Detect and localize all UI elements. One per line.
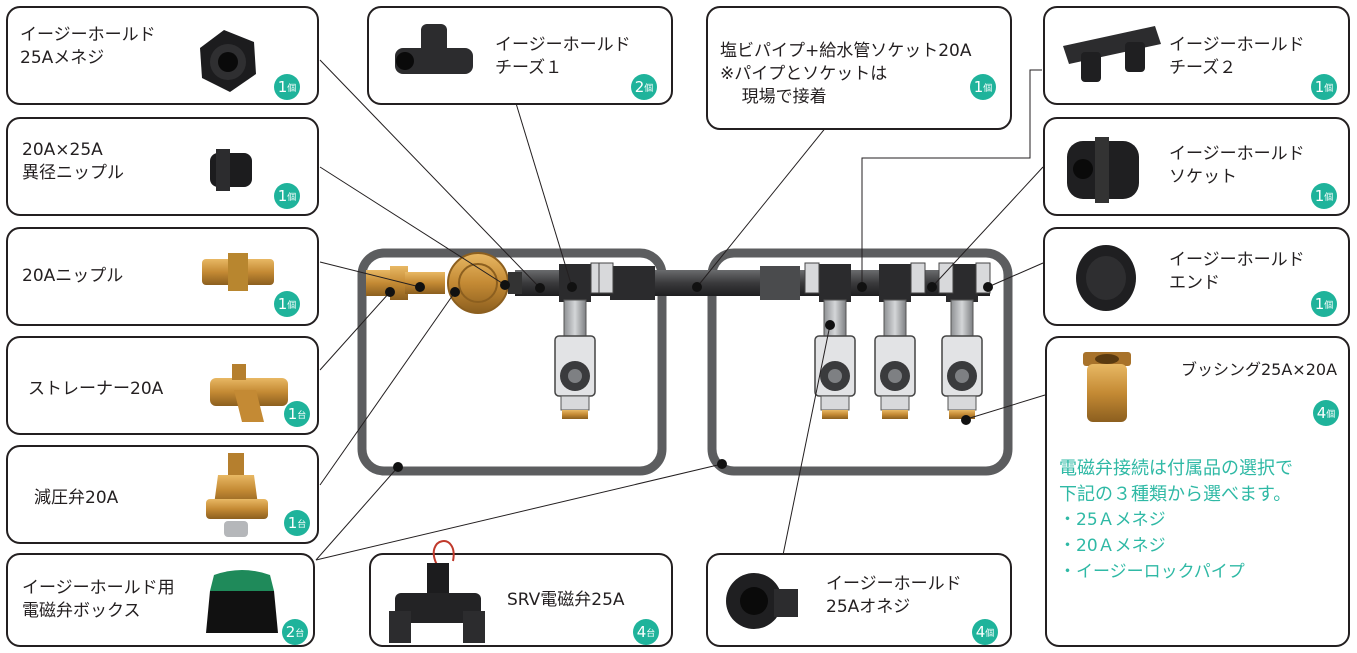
part-label: イージーホールド 25Aオネジ <box>826 574 962 617</box>
female-adapter-icon <box>200 30 256 92</box>
strainer-icon <box>210 364 288 422</box>
part-label: 塩ビパイプ+給水管ソケット20A ※パイプとソケットは 現場で接着 <box>720 41 972 107</box>
part-label: イージーホールド 25Aメネジ <box>20 25 156 68</box>
valve-stack <box>814 264 856 419</box>
part-label: SRV電磁弁25A <box>507 590 625 610</box>
part-label: 20Aニップル <box>22 266 124 286</box>
pipe-fitting <box>938 262 954 294</box>
reducing-nipple-icon <box>210 149 252 191</box>
solenoid-valve-icon <box>389 540 485 643</box>
double-tee-icon <box>1063 26 1161 82</box>
note-line-2: 下記の３種類から選べます。 <box>1059 484 1292 505</box>
valve-box-outline-left <box>357 248 667 476</box>
note-option-1: ・25Ａメネジ <box>1059 510 1166 530</box>
socket-icon <box>1067 137 1139 203</box>
valve-stack <box>554 264 596 419</box>
tee-icon <box>395 24 473 74</box>
pressure-reducing-valve-icon <box>206 453 268 537</box>
part-label: イージーホールド ソケット <box>1169 144 1305 187</box>
part-label: 減圧弁20A <box>34 488 119 508</box>
pipe-fitting <box>598 262 614 294</box>
leader-lines <box>315 59 1046 561</box>
leader-dots <box>385 280 993 472</box>
valve-box-outline-right <box>707 248 1013 476</box>
part-label: イージーホールド用 電磁弁ボックス <box>22 578 175 621</box>
part-label: イージーホールド エンド <box>1169 250 1305 293</box>
part-label: イージーホールド チーズ２ <box>1169 35 1305 78</box>
part-label: 20A×25A 異径ニップル <box>22 140 124 183</box>
pipe-fitting <box>910 262 926 294</box>
pipe-fitting <box>804 262 820 294</box>
inlet-assembly <box>366 252 522 314</box>
part-label: ブッシング25A×20A <box>1181 360 1338 379</box>
brass-nipple-icon <box>202 253 274 291</box>
note-line-1: 電磁弁接続は付属品の選択で <box>1059 458 1293 479</box>
male-adapter-icon <box>726 573 798 629</box>
end-cap-icon <box>1076 245 1136 311</box>
note-option-3: ・イージーロックパイプ <box>1059 562 1245 582</box>
bushing-icon <box>1083 352 1131 422</box>
part-label: イージーホールド チーズ１ <box>495 35 631 78</box>
valve-stack <box>874 264 916 419</box>
note-option-2: ・20Ａメネジ <box>1059 536 1166 556</box>
valve-box-icon <box>206 570 278 633</box>
part-label: ストレーナー20A <box>28 379 164 399</box>
